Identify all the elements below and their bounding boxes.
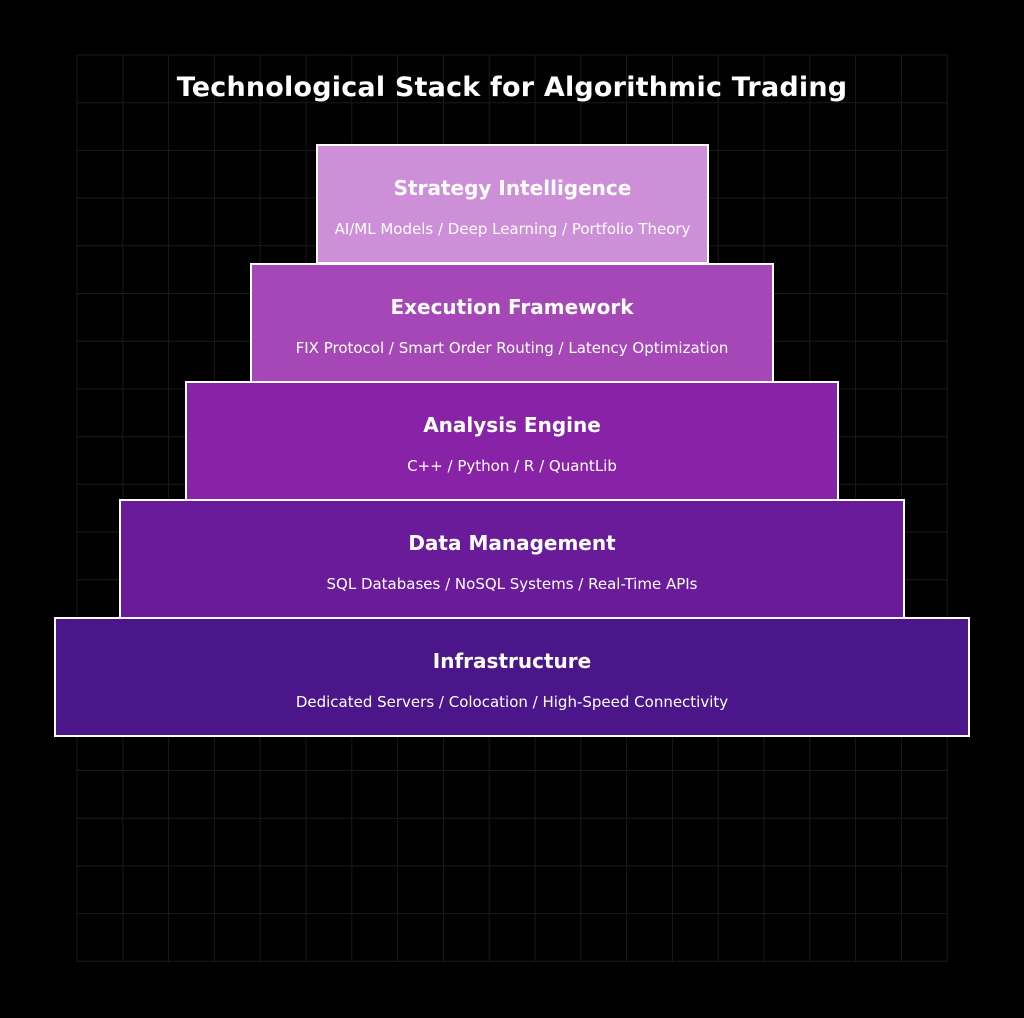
tier-description: C++ / Python / R / QuantLib bbox=[407, 457, 617, 475]
tier-description: Dedicated Servers / Colocation / High-Sp… bbox=[295, 693, 729, 711]
tier-analysis-engine: Analysis Engine C++ / Python / R / Quant… bbox=[185, 381, 839, 501]
tier-title: Data Management bbox=[408, 531, 616, 555]
tier-strategy-intelligence: Strategy Intelligence AI/ML Models / Dee… bbox=[316, 144, 709, 264]
tier-execution-framework: Execution Framework FIX Protocol / Smart… bbox=[250, 263, 774, 383]
tier-title: Strategy Intelligence bbox=[393, 176, 632, 200]
tier-title: Infrastructure bbox=[432, 649, 592, 673]
tier-data-management: Data Management SQL Databases / NoSQL Sy… bbox=[119, 499, 905, 619]
tier-infrastructure: Infrastructure Dedicated Servers / Coloc… bbox=[54, 617, 970, 737]
tier-description: FIX Protocol / Smart Order Routing / Lat… bbox=[295, 339, 729, 357]
tier-title: Analysis Engine bbox=[423, 413, 601, 437]
tier-description: SQL Databases / NoSQL Systems / Real-Tim… bbox=[326, 575, 698, 593]
diagram-title: Technological Stack for Algorithmic Trad… bbox=[176, 72, 848, 103]
tier-title: Execution Framework bbox=[390, 295, 634, 319]
tier-description: AI/ML Models / Deep Learning / Portfolio… bbox=[334, 220, 691, 238]
